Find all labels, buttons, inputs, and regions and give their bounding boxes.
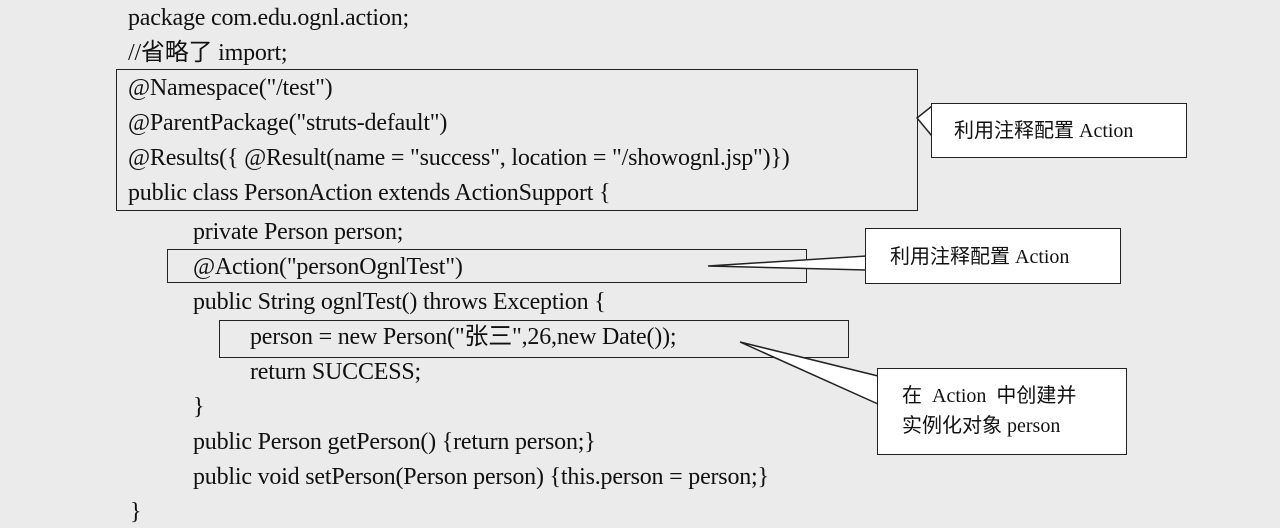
code-line-method-close: } — [193, 394, 205, 420]
code-line-new-person: person = new Person("张三",26,new Date()); — [250, 324, 677, 350]
code-line-class-close: } — [130, 499, 142, 525]
code-line-package: package com.edu.ognl.action; — [128, 5, 409, 31]
code-line-getter: public Person getPerson() {return person… — [193, 429, 596, 455]
class-annotation-frame — [116, 69, 918, 211]
callout-method-annotation: 利用注释配置 Action — [865, 228, 1121, 284]
code-line-class-decl: public class PersonAction extends Action… — [128, 180, 611, 206]
code-line-results: @Results({ @Result(name = "success", loc… — [128, 145, 790, 171]
code-line-return: return SUCCESS; — [250, 359, 422, 385]
code-line-method-decl: public String ognlTest() throws Exceptio… — [193, 289, 606, 315]
code-line-parent-package: @ParentPackage("struts-default") — [128, 110, 448, 136]
code-line-setter: public void setPerson(Person person) {th… — [193, 464, 769, 490]
callout-method-annotation-text: 利用注释配置 Action — [890, 246, 1070, 268]
instantiation-frame — [219, 320, 849, 358]
leader-class-annotation — [915, 104, 933, 139]
code-line-import-comment: //省略了 import; — [128, 40, 288, 66]
code-line-person-field: private Person person; — [193, 219, 404, 245]
callout-class-annotation: 利用注释配置 Action — [931, 103, 1187, 158]
callout-instantiate: 在 Action 中创建并 实例化对象 person — [877, 368, 1127, 455]
callout-instantiate-line2: 实例化对象 person — [902, 415, 1061, 437]
callout-class-annotation-text: 利用注释配置 Action — [954, 120, 1134, 142]
callout-instantiate-line1: 在 Action 中创建并 — [902, 385, 1077, 407]
code-line-action-annotation: @Action("personOgnlTest") — [193, 254, 463, 280]
code-line-namespace: @Namespace("/test") — [128, 75, 333, 101]
